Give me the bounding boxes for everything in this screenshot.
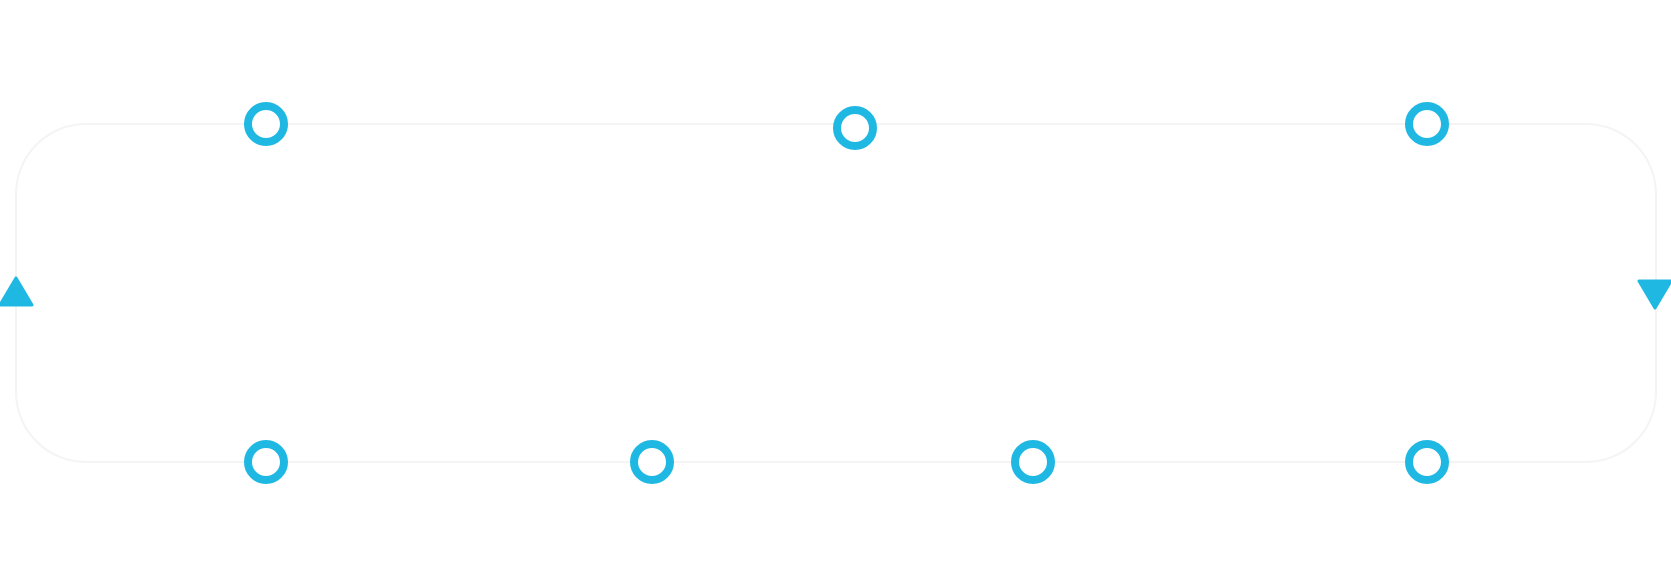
triangle-down-icon	[1637, 279, 1671, 310]
ring-node-icon	[833, 106, 877, 150]
ring-node-icon	[1405, 102, 1449, 146]
top-node-row	[244, 102, 1449, 150]
ring-node-icon	[244, 440, 288, 484]
ring-node-icon	[1405, 440, 1449, 484]
ring-node-icon	[630, 440, 674, 484]
triangle-up-icon	[0, 276, 34, 307]
bottom-node-row	[244, 440, 1449, 484]
ring-node-icon	[1011, 440, 1055, 484]
ring-node-icon	[244, 102, 288, 146]
loop-track	[15, 123, 1657, 463]
